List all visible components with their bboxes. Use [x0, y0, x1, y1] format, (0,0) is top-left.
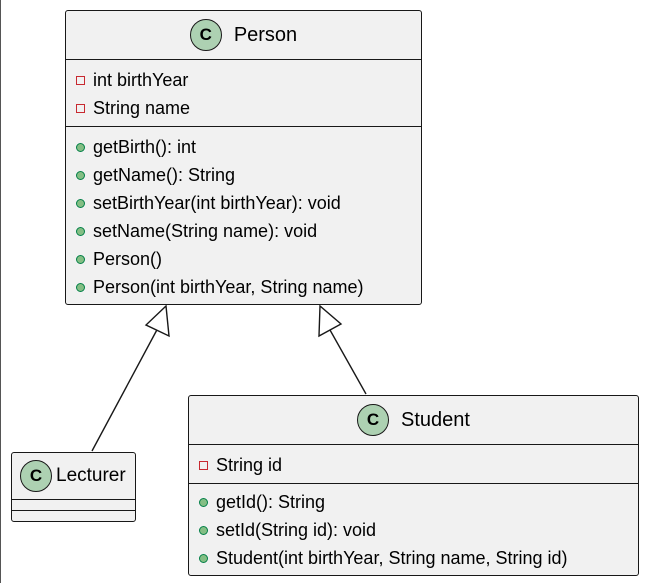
method-row: getBirth(): int: [76, 133, 421, 161]
public-visibility-icon: [199, 553, 208, 563]
class-stereotype-icon: C: [357, 404, 390, 436]
class-stereotype-icon: C: [189, 19, 222, 51]
public-visibility-icon: [76, 142, 85, 152]
public-visibility-icon: [76, 254, 85, 264]
method-row: Student(int birthYear, String name, Stri…: [199, 544, 638, 572]
class-header: C Person: [66, 11, 421, 59]
class-name: Lecturer: [56, 465, 126, 486]
class-name: Person: [233, 23, 298, 46]
method-text: Person(int birthYear, String name): [93, 276, 364, 297]
public-visibility-icon: [76, 282, 85, 292]
fields-section: String id: [189, 444, 638, 483]
method-text: getBirth(): int: [93, 136, 197, 157]
public-visibility-icon: [76, 198, 85, 208]
method-row: setName(String name): void: [76, 217, 421, 245]
class-header: C Student: [189, 396, 638, 444]
method-text: Person(): [93, 248, 163, 269]
method-text: setId(String id): void: [216, 519, 377, 540]
field-row: int birthYear: [76, 66, 421, 94]
field-row: String name: [76, 94, 421, 122]
inheritance-arrowhead-student: [318, 304, 343, 338]
field-row: String id: [199, 451, 638, 479]
method-row: Person(int birthYear, String name): [76, 273, 421, 301]
inheritance-arrowhead-lecturer: [144, 304, 170, 338]
methods-section: getId(): String setId(String id): void S…: [189, 483, 638, 576]
private-visibility-icon: [76, 103, 85, 113]
private-visibility-icon: [76, 75, 85, 85]
class-student[interactable]: C Student String id getId(): String setI…: [188, 395, 639, 576]
public-visibility-icon: [76, 226, 85, 236]
inheritance-edge-student-person: [329, 329, 367, 395]
method-text: getId(): String: [216, 491, 326, 512]
inheritance-edge-lecturer-person: [91, 325, 160, 452]
method-row: Person(): [76, 245, 421, 273]
methods-section: getBirth(): int getName(): String setBir…: [66, 126, 421, 305]
class-lecturer[interactable]: C Lecturer: [11, 452, 136, 522]
method-row: getName(): String: [76, 161, 421, 189]
field-text: String name: [93, 97, 191, 118]
class-stereotype-icon: C: [20, 460, 52, 492]
field-text: String id: [216, 454, 283, 475]
fields-section: [12, 499, 135, 510]
method-text: getName(): String: [93, 164, 236, 185]
methods-section: [12, 510, 135, 521]
method-row: setId(String id): void: [199, 516, 638, 544]
field-text: int birthYear: [93, 69, 189, 90]
method-text: Student(int birthYear, String name, Stri…: [216, 547, 568, 568]
method-row: getId(): String: [199, 488, 638, 516]
method-text: setName(String name): void: [93, 220, 318, 241]
method-row: setBirthYear(int birthYear): void: [76, 189, 421, 217]
public-visibility-icon: [199, 525, 208, 535]
private-visibility-icon: [199, 460, 208, 470]
class-person[interactable]: C Person int birthYear String name getBi…: [65, 10, 422, 305]
method-text: setBirthYear(int birthYear): void: [93, 192, 341, 213]
public-visibility-icon: [76, 170, 85, 180]
public-visibility-icon: [199, 497, 208, 507]
class-name: Student: [401, 408, 470, 431]
fields-section: int birthYear String name: [66, 59, 421, 126]
class-header: C Lecturer: [12, 453, 135, 499]
